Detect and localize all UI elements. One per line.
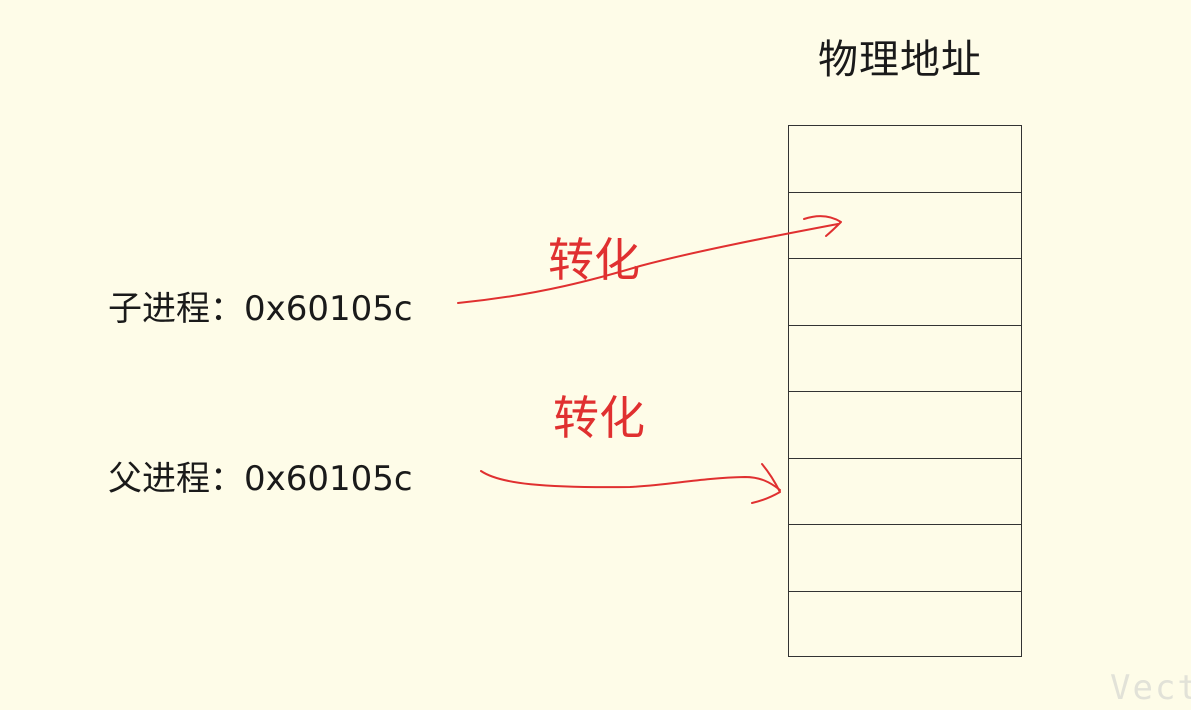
parent-mapping-arrow (480, 470, 781, 491)
parent-arrowhead-icon (751, 463, 781, 504)
memory-cell (789, 392, 1021, 459)
parent-conversion-label: 转化 (553, 391, 645, 445)
parent-process-label: 父进程：0x60105c (108, 459, 413, 499)
memory-cell (789, 525, 1021, 592)
memory-cell (789, 592, 1021, 659)
child-mapping-arrow (457, 223, 839, 304)
memory-cell (789, 193, 1021, 259)
child-process-label: 子进程：0x60105c (108, 289, 413, 329)
memory-cell (789, 126, 1021, 193)
child-conversion-label: 转化 (548, 233, 640, 287)
watermark: Vect (1110, 668, 1191, 708)
physical-address-title: 物理地址 (818, 37, 982, 83)
memory-cell (789, 326, 1021, 392)
memory-cell (789, 259, 1021, 326)
physical-memory-table (788, 125, 1022, 657)
memory-cell (789, 459, 1021, 525)
